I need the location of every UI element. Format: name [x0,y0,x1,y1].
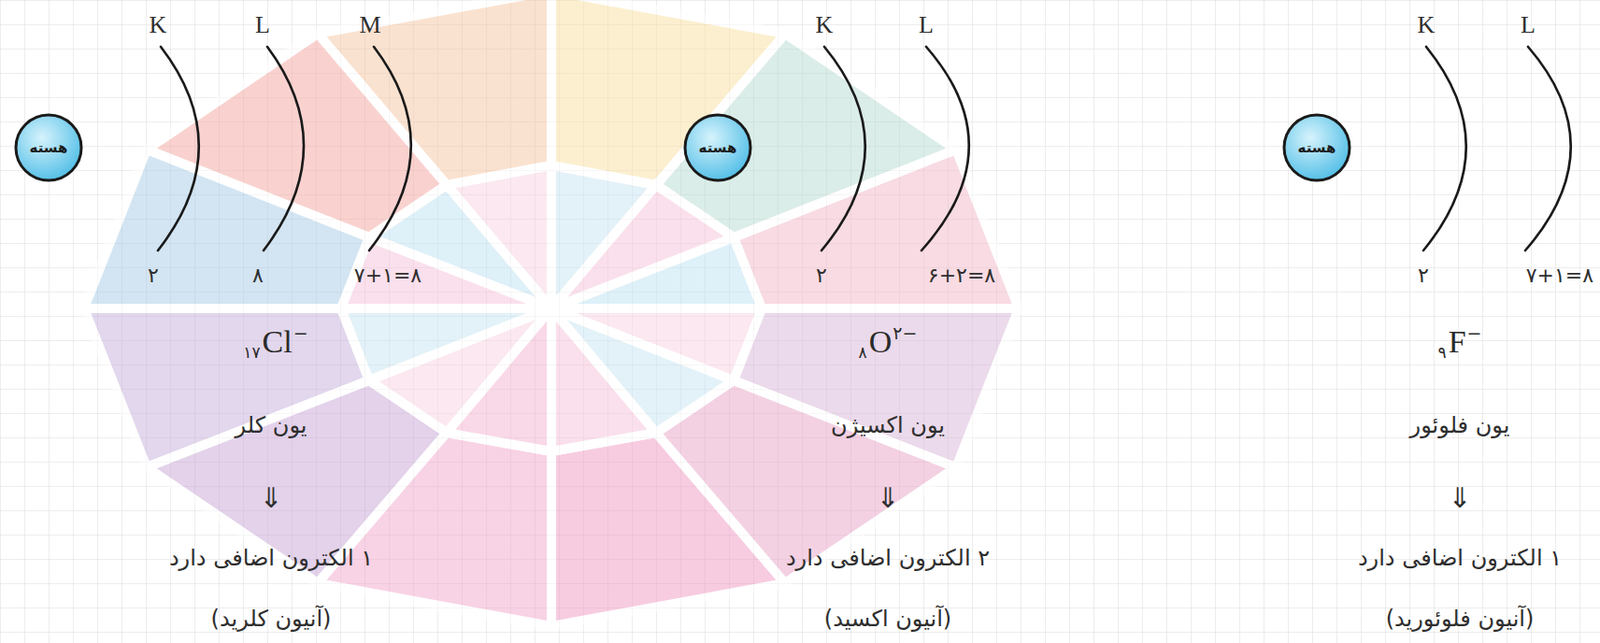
ion-charge: ۲− [892,324,917,343]
atomic-number: ۱۷ [242,344,260,361]
ion-name: یون اکسیژن [830,413,945,440]
watermark-piece [551,165,657,309]
nucleus-circle: هسته [14,113,84,183]
shell-arc [263,46,304,251]
watermark-piece [341,237,552,309]
ion-note: ۲ الکترون اضافی دارد [785,545,990,572]
shell-arc [369,46,412,251]
watermark-piece [733,308,1019,468]
ion-symbol: ۹F− [1438,324,1483,361]
nucleus-shape [685,114,751,181]
watermark-piece [84,149,370,309]
anion-name: (آنیون اکسید) [824,606,952,633]
shell-letter: K [149,11,168,40]
shell-letter: L [1520,11,1536,40]
electron-count: ۲ [147,263,159,287]
watermark-piece [551,0,786,186]
ion-charge: − [293,324,309,343]
shell-arc [921,46,970,251]
arrow-symbol: ⇓ [875,482,900,515]
nucleus-label: هسته [1298,139,1337,157]
ion-name: یون کلر [235,413,308,440]
shell-letter: K [1417,11,1436,40]
shell-arc [821,46,866,251]
nucleus-label: هسته [699,139,738,157]
watermark-piece [551,308,762,381]
shell-arc [157,46,200,251]
arrow-symbol: ⇓ [1447,482,1472,515]
ion-symbol: ۸O۲− [858,324,918,361]
anion-name: (آنیون کلرید) [211,606,332,633]
electron-count: ۲ [1417,263,1429,287]
atomic-number: ۹ [1438,344,1447,361]
element-symbol: F [1448,326,1467,358]
ion-symbol: ۱۷Cl− [242,324,308,361]
shell-arc [1423,46,1467,251]
nucleus-circle: هسته [683,113,753,183]
ion-note: ۱ الکترون اضافی دارد [1357,545,1562,572]
shell-arc [1525,46,1572,251]
electron-count: ۶+۲=۸ [928,263,996,287]
electron-count: ۸ [252,263,264,287]
shell-letter: L [255,11,271,40]
element-symbol: Cl [262,326,293,358]
watermark-piece [446,308,552,452]
electron-count: ۲ [815,263,828,287]
anion-name: (آنیون فلوئورید) [1385,606,1535,633]
electron-count: ۷+۱=۸ [354,263,422,287]
shell-letter: L [918,11,934,40]
watermark-logo [84,0,1019,627]
arrow-symbol: ⇓ [258,482,283,515]
nucleus-circle: هسته [1282,113,1352,183]
shell-letter: M [358,11,381,40]
ion-charge: − [1467,324,1483,343]
atomic-number: ۸ [858,344,868,361]
shell-letter: K [815,11,834,40]
nucleus-shape [1284,114,1350,181]
nucleus-shape [15,114,82,181]
ion-note: ۱ الکترون اضافی دارد [169,545,373,572]
watermark-piece [317,432,552,627]
ion-name: یون فلوئور [1410,413,1511,440]
element-symbol: O [869,326,893,358]
nucleus-label: هسته [29,139,69,157]
electron-count: ۷+۱=۸ [1526,263,1594,287]
